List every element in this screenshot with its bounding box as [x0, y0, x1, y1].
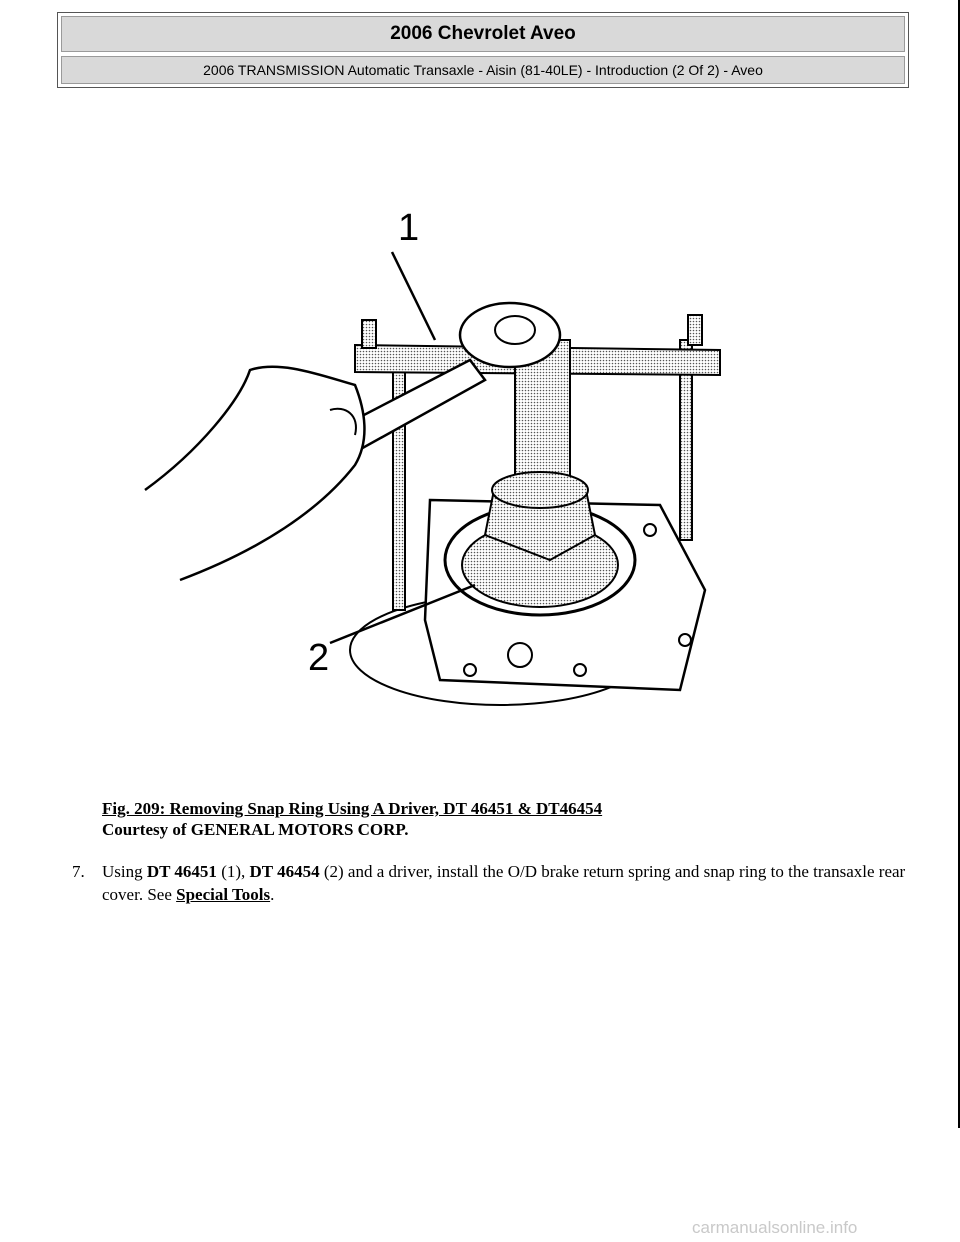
tool-dt46451: DT 46451 [146, 862, 217, 881]
step-text-end: . [270, 885, 275, 904]
step-text-a: (1), [216, 862, 250, 881]
watermark: carmanualsonline.info [692, 1218, 858, 1237]
callout-2: 2 [308, 637, 329, 679]
step-number: 7. [72, 862, 85, 881]
callout-1: 1 [398, 207, 419, 249]
step-text: Using DT 46451 (1), DT 46454 (2) and a d… [102, 860, 912, 906]
figure-caption-title[interactable]: Fig. 209: Removing Snap Ring Using A Dri… [102, 799, 603, 818]
tool-dt46454: DT 46454 [249, 862, 320, 881]
special-tools-link[interactable]: Special Tools [176, 885, 271, 904]
figure-courtesy: Courtesy of GENERAL MOTORS CORP. [102, 820, 409, 839]
figure-illustration: 1 2 [140, 200, 740, 710]
page-header: 2006 Chevrolet Aveo 2006 TRANSMISSION Au… [57, 12, 909, 88]
header-subtitle: 2006 TRANSMISSION Automatic Transaxle - … [61, 56, 905, 84]
procedure-step: 7. Using DT 46451 (1), DT 46454 (2) and … [72, 860, 912, 906]
page-border [958, 0, 960, 1128]
step-text-b: (2) and a driver, install the O/D brake … [102, 862, 906, 904]
figure-caption: Fig. 209: Removing Snap Ring Using A Dri… [102, 798, 602, 840]
header-title: 2006 Chevrolet Aveo [61, 16, 905, 52]
step-text-using: Using [102, 862, 147, 881]
tool-diagram: 1 2 [144, 207, 721, 706]
